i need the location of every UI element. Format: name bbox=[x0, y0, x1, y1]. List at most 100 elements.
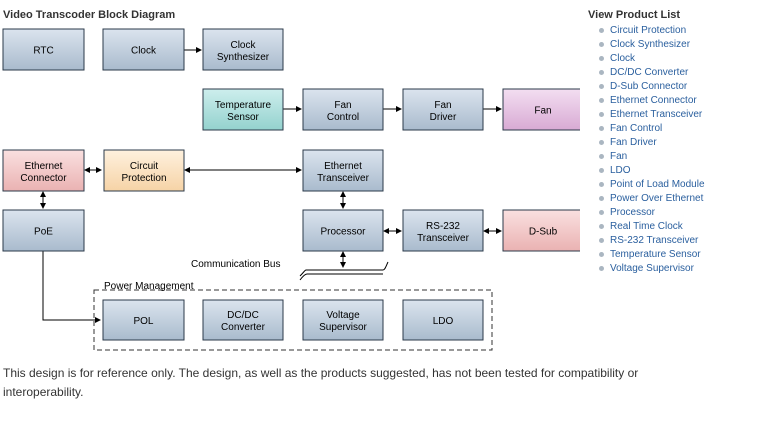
block-ldo-label: LDO bbox=[433, 316, 454, 327]
product-link-dcdc-converter[interactable]: DC/DC Converter bbox=[610, 67, 689, 78]
block-fan-driver-label-1: Fan bbox=[434, 100, 451, 111]
bullet-icon bbox=[599, 84, 604, 89]
product-link-temperature-sensor[interactable]: Temperature Sensor bbox=[610, 249, 701, 260]
block-fan-label: Fan bbox=[534, 106, 551, 117]
disclaimer-text: This design is for reference only. The d… bbox=[3, 366, 639, 399]
product-link-circuit-protection[interactable]: Circuit Protection bbox=[610, 25, 687, 36]
bullet-icon bbox=[599, 266, 604, 271]
block-circuit-protection-label-2: Protection bbox=[121, 173, 166, 184]
product-link-dsub-connector[interactable]: D-Sub Connector bbox=[610, 81, 688, 92]
product-link-rs232-transceiver[interactable]: RS-232 Transceiver bbox=[610, 235, 699, 246]
product-link-ethernet-connector[interactable]: Ethernet Connector bbox=[610, 95, 697, 106]
product-list-item: RS-232 Transceiver bbox=[588, 234, 763, 248]
product-list-item: Ethernet Transceiver bbox=[588, 108, 763, 122]
block-fan-control-label-1: Fan bbox=[334, 100, 351, 111]
block-diagram: Communication Bus Power Management RTC C… bbox=[2, 28, 580, 351]
block-clock-synthesizer-label-2: Synthesizer bbox=[217, 52, 270, 63]
block-pol[interactable]: POL bbox=[102, 299, 185, 341]
product-link-point-of-load-module[interactable]: Point of Load Module bbox=[610, 179, 705, 190]
bullet-icon bbox=[599, 70, 604, 75]
block-rs232-transceiver-label-2: Transceiver bbox=[417, 233, 470, 244]
block-ethernet-transceiver-label-2: Transceiver bbox=[317, 173, 370, 184]
block-circuit-protection[interactable]: Circuit Protection bbox=[103, 149, 185, 192]
product-link-fan-driver[interactable]: Fan Driver bbox=[610, 137, 657, 148]
product-list-item: Processor bbox=[588, 206, 763, 220]
bullet-icon bbox=[599, 252, 604, 257]
block-ethernet-connector[interactable]: Ethernet Connector bbox=[2, 149, 85, 192]
product-list-item: Voltage Supervisor bbox=[588, 262, 763, 276]
block-fan-control[interactable]: Fan Control bbox=[302, 88, 384, 131]
bullet-icon bbox=[599, 224, 604, 229]
bullet-icon bbox=[599, 56, 604, 61]
block-clock-synthesizer-label-1: Clock bbox=[230, 40, 256, 51]
product-list-panel: View Product List Circuit Protection Clo… bbox=[588, 9, 763, 276]
block-clock-synthesizer[interactable]: Clock Synthesizer bbox=[202, 28, 284, 71]
product-link-fan-control[interactable]: Fan Control bbox=[610, 123, 663, 134]
product-list-title: View Product List bbox=[588, 9, 681, 21]
product-list-item: Temperature Sensor bbox=[588, 248, 763, 262]
product-list-item: Ethernet Connector bbox=[588, 94, 763, 108]
diagram-title: Video Transcoder Block Diagram bbox=[3, 9, 176, 21]
bullet-icon bbox=[599, 154, 604, 159]
block-ethernet-transceiver[interactable]: Ethernet Transceiver bbox=[302, 149, 384, 192]
product-list-item: Clock Synthesizer bbox=[588, 38, 763, 52]
block-temperature-sensor[interactable]: Temperature Sensor bbox=[202, 88, 284, 131]
block-ldo[interactable]: LDO bbox=[402, 299, 484, 341]
bullet-icon bbox=[599, 196, 604, 201]
product-link-clock[interactable]: Clock bbox=[610, 53, 636, 64]
wires bbox=[40, 47, 502, 351]
block-voltage-supervisor-label-2: Supervisor bbox=[319, 322, 367, 333]
block-rs232-transceiver[interactable]: RS-232 Transceiver bbox=[402, 209, 484, 252]
block-fan-driver-label-2: Driver bbox=[430, 112, 457, 123]
block-voltage-supervisor[interactable]: Voltage Supervisor bbox=[302, 299, 384, 341]
bullet-icon bbox=[599, 28, 604, 33]
block-temperature-sensor-label-2: Sensor bbox=[227, 112, 259, 123]
block-dcdc-converter-label-1: DC/DC bbox=[227, 310, 259, 321]
product-link-clock-synthesizer[interactable]: Clock Synthesizer bbox=[610, 39, 691, 50]
product-list-item: Real Time Clock bbox=[588, 220, 763, 234]
product-list-item: LDO bbox=[588, 164, 763, 178]
bullet-icon bbox=[599, 168, 604, 173]
product-link-voltage-supervisor[interactable]: Voltage Supervisor bbox=[610, 263, 694, 274]
product-list-item: Point of Load Module bbox=[588, 178, 763, 192]
product-list-item: Fan Driver bbox=[588, 136, 763, 150]
product-list-item: Fan Control bbox=[588, 122, 763, 136]
block-dsub-label: D-Sub bbox=[529, 227, 558, 238]
block-voltage-supervisor-label-1: Voltage bbox=[326, 310, 360, 321]
bullet-icon bbox=[599, 112, 604, 117]
block-fan-driver[interactable]: Fan Driver bbox=[402, 88, 484, 131]
product-link-ethernet-transceiver[interactable]: Ethernet Transceiver bbox=[610, 109, 703, 120]
block-poe[interactable]: PoE bbox=[2, 209, 85, 252]
communication-bus-label: Communication Bus bbox=[191, 259, 280, 270]
block-dcdc-converter[interactable]: DC/DC Converter bbox=[202, 299, 284, 341]
product-link-ldo[interactable]: LDO bbox=[610, 165, 631, 176]
block-rtc-label: RTC bbox=[33, 46, 53, 57]
block-ethernet-connector-label-1: Ethernet bbox=[25, 161, 63, 172]
product-list-item: D-Sub Connector bbox=[588, 80, 763, 94]
product-link-processor[interactable]: Processor bbox=[610, 207, 656, 218]
block-clock[interactable]: Clock bbox=[102, 28, 185, 71]
power-management-label: Power Management bbox=[104, 281, 194, 292]
product-link-fan[interactable]: Fan bbox=[610, 151, 628, 162]
block-dcdc-converter-label-2: Converter bbox=[221, 322, 266, 333]
bullet-icon bbox=[599, 140, 604, 145]
block-pol-label: POL bbox=[133, 316, 153, 327]
block-fan-control-label-2: Control bbox=[327, 112, 359, 123]
product-list-item: Fan bbox=[588, 150, 763, 164]
block-poe-label: PoE bbox=[34, 227, 53, 238]
product-list-item: Clock bbox=[588, 52, 763, 66]
block-temperature-sensor-label-1: Temperature bbox=[215, 100, 272, 111]
block-dsub[interactable]: D-Sub bbox=[502, 209, 580, 252]
block-ethernet-connector-label-2: Connector bbox=[20, 173, 67, 184]
product-list-item: Circuit Protection bbox=[588, 24, 763, 38]
block-fan[interactable]: Fan bbox=[502, 88, 580, 131]
bullet-icon bbox=[599, 238, 604, 243]
block-processor-label: Processor bbox=[320, 227, 366, 238]
block-processor[interactable]: Processor bbox=[302, 209, 384, 252]
block-rs232-transceiver-label-1: RS-232 bbox=[426, 221, 460, 232]
block-rtc[interactable]: RTC bbox=[2, 28, 85, 71]
bullet-icon bbox=[599, 42, 604, 47]
product-link-real-time-clock[interactable]: Real Time Clock bbox=[610, 221, 683, 232]
bullet-icon bbox=[599, 210, 604, 215]
product-link-power-over-ethernet[interactable]: Power Over Ethernet bbox=[610, 193, 704, 204]
